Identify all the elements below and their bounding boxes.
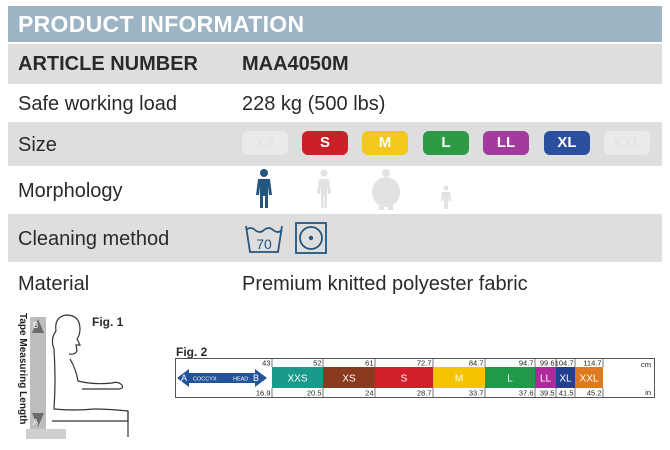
- size-band-ll: [535, 367, 556, 388]
- size-badge-xs: XS: [242, 131, 288, 155]
- obese-person-icon: [372, 169, 400, 210]
- tape-measuring-label: Tape Measuring Length: [17, 313, 28, 425]
- tick-bottom-label-7: 41.5: [559, 389, 574, 398]
- size-badge-m: M: [362, 131, 408, 155]
- measure-arrow-down: [32, 413, 44, 427]
- fig2-title: Fig. 2: [176, 345, 208, 359]
- point-b-label: B: [33, 321, 38, 330]
- morphology-label: Morphology: [18, 180, 123, 202]
- standing-person-icon: [256, 169, 272, 208]
- material-value: Premium knitted polyester fabric: [242, 273, 528, 295]
- size-band-label-xs: XS: [342, 374, 356, 385]
- section-header: PRODUCT INFORMATION: [8, 6, 662, 42]
- tick-bottom-label-4: 33.7: [469, 389, 484, 398]
- material-row: Material Premium knitted polyester fabri…: [8, 262, 662, 306]
- tick-bottom-label-2: 24: [365, 389, 373, 398]
- tick-bottom-label-8: 45.2: [587, 389, 602, 398]
- size-band-l: [485, 367, 535, 388]
- tick-bottom-label-0: 16.9: [256, 389, 271, 398]
- tumble-dry-icon: [295, 222, 327, 254]
- arrow-end-label: HEAD: [233, 377, 248, 383]
- article-number-label: ARTICLE NUMBER: [18, 53, 198, 75]
- measure-arrow-up: [32, 319, 44, 333]
- size-band-label-l: L: [507, 374, 513, 385]
- size-band-xl: [556, 367, 575, 388]
- size-badge-xxl: XXL: [604, 131, 650, 155]
- arrow-start-label: COCCYX: [193, 377, 217, 383]
- tick-top-label-4: 84.7: [469, 359, 484, 368]
- coccyx-head-arrow: A COCCYX HEAD B: [177, 369, 267, 387]
- seat-base: [26, 429, 66, 439]
- safe-working-load-row: Safe working load 228 kg (500 lbs): [8, 84, 662, 122]
- size-band-label-m: M: [455, 374, 463, 385]
- measure-bar: [30, 317, 46, 429]
- size-band-xxl: [575, 367, 603, 388]
- size-badge-ll: LL: [483, 131, 529, 155]
- size-badge-xl: XL: [544, 131, 590, 155]
- tick-bottom-label-6: 39.5: [540, 389, 555, 398]
- size-band-label-xxl: XXL: [580, 374, 599, 385]
- size-band-xs: [323, 367, 375, 388]
- section-title: PRODUCT INFORMATION: [18, 11, 305, 37]
- wash-70-icon: 70: [245, 225, 283, 253]
- wash-temperature: 70: [256, 236, 272, 252]
- safe-working-load-label: Safe working load: [18, 93, 177, 115]
- size-badge-l: L: [423, 131, 469, 155]
- fig1-sitting-diagram: Tape Measuring Length B A: [17, 313, 129, 439]
- tick-bottom-label-5: 37.6: [519, 389, 534, 398]
- tick-top-label-5: 94.7: [519, 359, 534, 368]
- morphology-row: Morphology: [8, 166, 662, 214]
- cleaning-method-row: Cleaning method 70: [8, 214, 662, 262]
- fig1-title: Fig. 1: [92, 315, 124, 329]
- size-band-xxs: [272, 367, 323, 388]
- tick-bottom-label-1: 20.5: [307, 389, 322, 398]
- unit-cm: cm: [641, 360, 651, 369]
- slim-person-icon: [317, 169, 331, 208]
- size-band-s: [375, 367, 433, 388]
- tick-top-label-6: 99.6: [540, 359, 555, 368]
- size-band-label-xxs: XXS: [287, 374, 307, 385]
- tick-top-label-1: 52: [313, 359, 321, 368]
- material-label: Material: [18, 273, 90, 295]
- article-number-row: ARTICLE NUMBER MAA4050M: [8, 44, 662, 84]
- size-band-label-s: S: [401, 374, 408, 385]
- child-person-icon: [441, 185, 451, 209]
- tick-top-label-7: 104.7: [555, 359, 574, 368]
- article-number-value: MAA4050M: [242, 53, 349, 75]
- tick-top-label-0: 43: [262, 359, 270, 368]
- tick-top-label-2: 61: [365, 359, 373, 368]
- point-a-label: A: [33, 418, 39, 427]
- size-row: Size XS S M L LL XL XXL: [8, 122, 662, 166]
- tick-top-label-8: 114.7: [583, 359, 601, 368]
- size-band-label-ll: LL: [540, 374, 552, 385]
- unit-in: in: [645, 388, 651, 397]
- cleaning-icons: 70: [245, 222, 327, 254]
- size-badge-s: S: [302, 131, 348, 155]
- safe-working-load-value: 228 kg (500 lbs): [242, 93, 386, 115]
- arrow-b-label: B: [253, 373, 259, 383]
- size-band-label-xl: XL: [559, 374, 572, 385]
- tick-top-label-3: 72.7: [417, 359, 432, 368]
- ticks-bottom: 16.9 20.5 24 28.7 33.7 37.6 39.5 41.5 45.2: [256, 388, 604, 398]
- tick-bottom-label-3: 28.7: [417, 389, 432, 398]
- size-label: Size: [18, 134, 57, 156]
- size-band-m: [433, 367, 485, 388]
- arrow-a-label: A: [181, 373, 187, 383]
- cleaning-method-label: Cleaning method: [18, 228, 170, 250]
- seated-person-icon: [51, 314, 129, 437]
- morphology-icons: [256, 169, 451, 210]
